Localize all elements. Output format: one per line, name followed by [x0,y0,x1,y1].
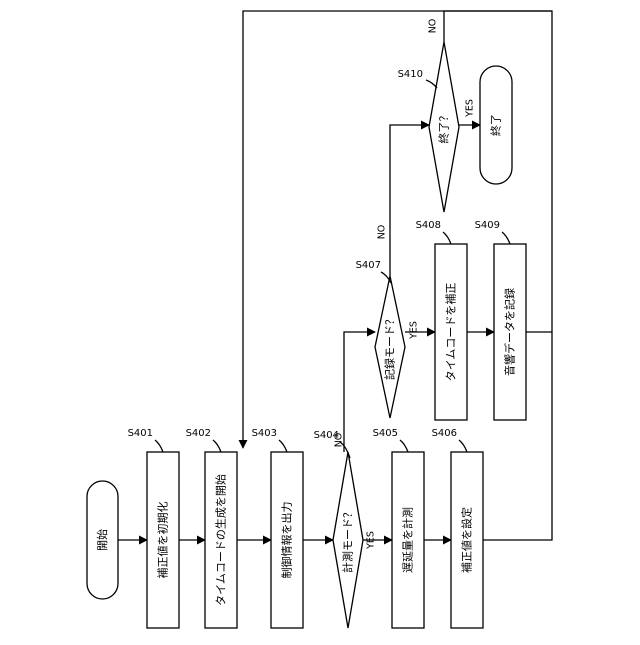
s407-step-number: S407 [356,260,381,271]
s405-leader [400,440,408,452]
s407-yes-label: YES [409,321,420,340]
s405-label: 遅延量を計測 [401,507,415,573]
step-s401: 補正値を初期化 S401 [128,428,179,628]
start-node: 開始 [87,481,118,599]
decision-s404: 計測モード？ S404 NO YES [314,430,377,628]
end-label: 終了 [489,114,503,136]
s408-leader [443,232,451,244]
s402-leader [213,440,221,452]
s404-label: 計測モード？ [341,507,355,573]
s401-step-number: S401 [128,428,153,439]
s410-step-number: S410 [398,69,423,80]
s408-label: タイムコードを補正 [445,283,458,382]
s403-label: 制御情報を出力 [280,502,294,579]
step-s409: 音響データを記録 S409 [475,220,526,420]
s405-step-number: S405 [373,428,398,439]
step-s403: 制御情報を出力 S403 [252,428,303,628]
s408-step-number: S408 [416,220,441,231]
s406-label: 補正値を設定 [460,507,474,573]
s402-label: タイムコードの生成を開始 [214,474,228,606]
s409-step-number: S409 [475,220,500,231]
start-label: 開始 [95,529,109,551]
s410-label: 終了？ [437,111,451,144]
end-node: 終了 [480,66,512,184]
s401-leader [155,440,163,452]
s407-no-label: NO [377,225,388,240]
s403-leader [279,440,287,452]
s401-label: 補正値を初期化 [156,502,170,579]
step-s408: タイムコードを補正 S408 [416,220,467,420]
decision-s410: 終了？ S410 NO YES [398,19,476,212]
step-s402: タイムコードの生成を開始 S402 [186,428,237,628]
step-s405: 遅延量を計測 S405 [373,428,424,628]
s407-label: 記録モード？ [383,314,397,380]
s410-no-label: NO [428,19,439,34]
s403-step-number: S403 [252,428,277,439]
s409-label: 音響データを記録 [503,288,517,376]
s404-yes-label: YES [366,531,377,550]
s410-leader [426,80,437,88]
arrow-s404-no [344,332,375,452]
s410-yes-label: YES [465,99,476,118]
s406-step-number: S406 [432,428,457,439]
s406-leader [459,440,467,452]
decision-s407: 記録モード？ S407 NO YES [356,225,420,418]
arrow-s407-no [390,125,429,276]
s404-no-label: NO [334,433,345,448]
s409-leader [502,232,510,244]
s402-step-number: S402 [186,428,211,439]
step-s406: 補正値を設定 S406 [432,428,483,628]
